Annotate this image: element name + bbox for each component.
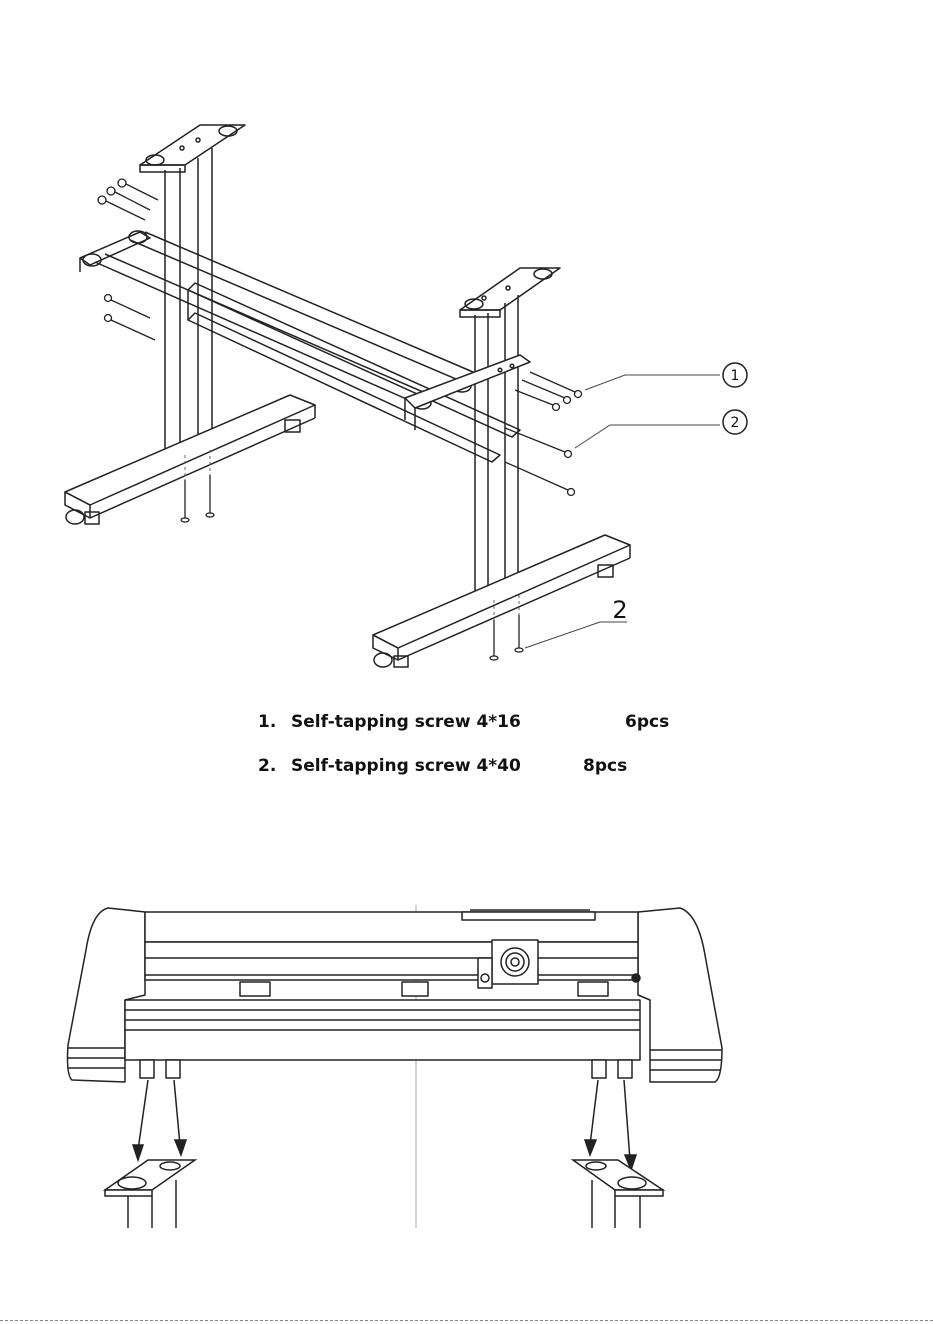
mounting-arrows: [133, 1080, 636, 1170]
pinch-rollers: [240, 982, 608, 996]
page-bottom-rule: [0, 1320, 933, 1321]
right-stand-top: [573, 1160, 663, 1228]
left-stand-top: [105, 1160, 195, 1228]
front-apron: [125, 974, 640, 1060]
plotter-body: [145, 910, 638, 980]
plotter-feet: [140, 1060, 632, 1078]
right-end-cap: [638, 908, 722, 1082]
